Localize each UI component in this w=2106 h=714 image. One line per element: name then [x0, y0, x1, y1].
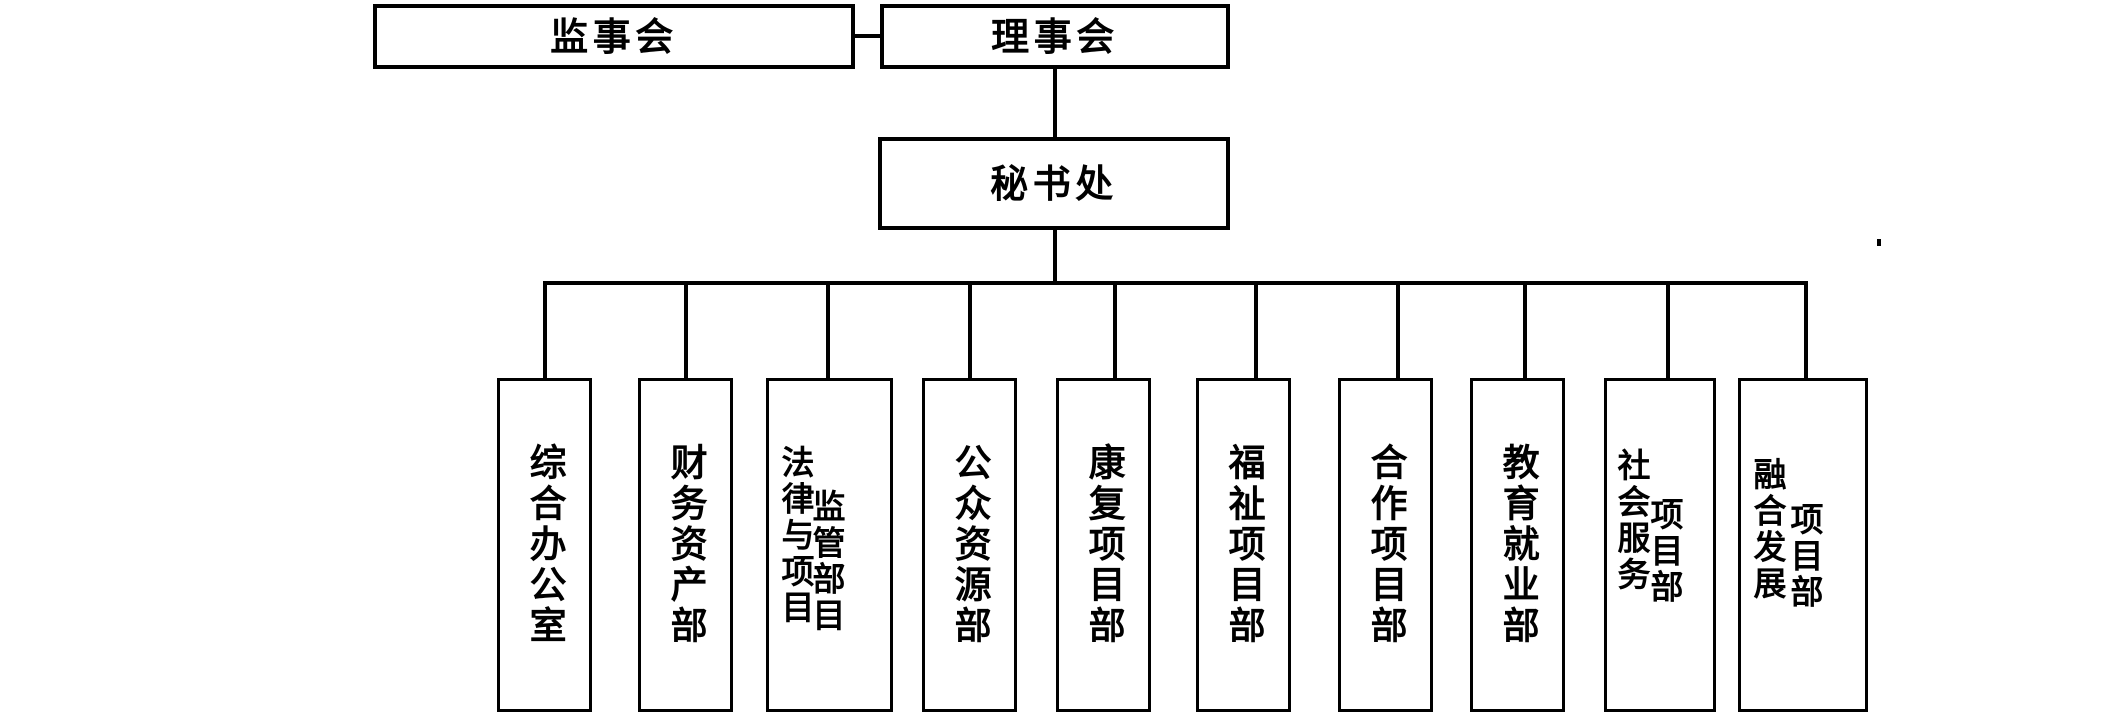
- bus-bar: [543, 281, 1808, 285]
- dept-label-welfare: 福祉项目部: [1222, 443, 1266, 647]
- dept-box-welfare[interactable]: 福祉项目部: [1196, 378, 1291, 712]
- dept-label-integrated-development-col2: 项目部: [1784, 501, 1824, 611]
- connector-supervisors-council: [855, 34, 882, 38]
- dept-box-cooperation[interactable]: 合作项目部: [1338, 378, 1433, 712]
- drop-line-10: [1804, 281, 1808, 380]
- dept-label-rehabilitation: 康复项目部: [1082, 443, 1126, 647]
- node-council[interactable]: 理事会: [880, 4, 1230, 69]
- dept-label-education-employment: 教育就业部: [1496, 443, 1540, 647]
- dept-box-general-office[interactable]: 综合办公室: [497, 378, 592, 712]
- dept-label-wrap-legal-supervision: 法律与项目 监管部目: [769, 381, 890, 709]
- drop-line-1: [543, 281, 547, 380]
- dept-label-wrap-general-office: 综合办公室: [500, 381, 589, 709]
- dept-label-wrap-social-service: 社会服务 项目部: [1607, 381, 1713, 709]
- node-supervisors[interactable]: 监事会: [373, 4, 855, 69]
- scan-artifact-dot: [1877, 239, 1881, 246]
- dept-label-wrap-cooperation: 合作项目部: [1341, 381, 1430, 709]
- dept-box-rehabilitation[interactable]: 康复项目部: [1056, 378, 1151, 712]
- dept-label-wrap-education-employment: 教育就业部: [1473, 381, 1562, 709]
- node-council-label: 理事会: [991, 14, 1119, 59]
- drop-line-8: [1523, 281, 1527, 380]
- dept-label-wrap-finance-assets: 财务资产部: [641, 381, 730, 709]
- dept-box-legal-supervision[interactable]: 法律与项目 监管部目: [766, 378, 893, 712]
- drop-line-6: [1254, 281, 1258, 380]
- dept-label-wrap-welfare: 福祉项目部: [1199, 381, 1288, 709]
- dept-box-finance-assets[interactable]: 财务资产部: [638, 378, 733, 712]
- dept-label-wrap-public-resources: 公众资源部: [925, 381, 1014, 709]
- drop-line-5: [1113, 281, 1117, 380]
- dept-box-integrated-development[interactable]: 融合发展 项目部: [1738, 378, 1868, 712]
- drop-line-4: [968, 281, 972, 380]
- dept-label-legal-supervision-col1: 法律与项目: [775, 445, 815, 627]
- dept-label-cooperation: 合作项目部: [1364, 443, 1408, 647]
- dept-label-social-service-col1: 社会服务: [1611, 448, 1651, 594]
- dept-label-social-service-col2: 项目部: [1644, 496, 1684, 606]
- dept-box-education-employment[interactable]: 教育就业部: [1470, 378, 1565, 712]
- connector-council-secretariat: [1053, 69, 1057, 139]
- drop-line-3: [826, 281, 830, 380]
- node-supervisors-label: 监事会: [550, 14, 678, 59]
- connector-secretariat-bus: [1053, 230, 1057, 283]
- drop-line-7: [1396, 281, 1400, 380]
- dept-label-integrated-development-col1: 融合发展: [1747, 457, 1787, 603]
- dept-box-social-service[interactable]: 社会服务 项目部: [1604, 378, 1716, 712]
- node-secretariat-label: 秘书处: [990, 161, 1118, 206]
- drop-line-9: [1666, 281, 1670, 380]
- dept-label-public-resources: 公众资源部: [948, 443, 992, 647]
- dept-label-wrap-integrated-development: 融合发展 项目部: [1741, 381, 1865, 709]
- dept-box-public-resources[interactable]: 公众资源部: [922, 378, 1017, 712]
- dept-label-general-office: 综合办公室: [523, 443, 567, 647]
- dept-label-finance-assets: 财务资产部: [664, 443, 708, 647]
- drop-line-2: [684, 281, 688, 380]
- dept-label-wrap-rehabilitation: 康复项目部: [1059, 381, 1148, 709]
- dept-label-legal-supervision-col2: 监管部目: [806, 489, 846, 635]
- node-secretariat[interactable]: 秘书处: [878, 137, 1230, 230]
